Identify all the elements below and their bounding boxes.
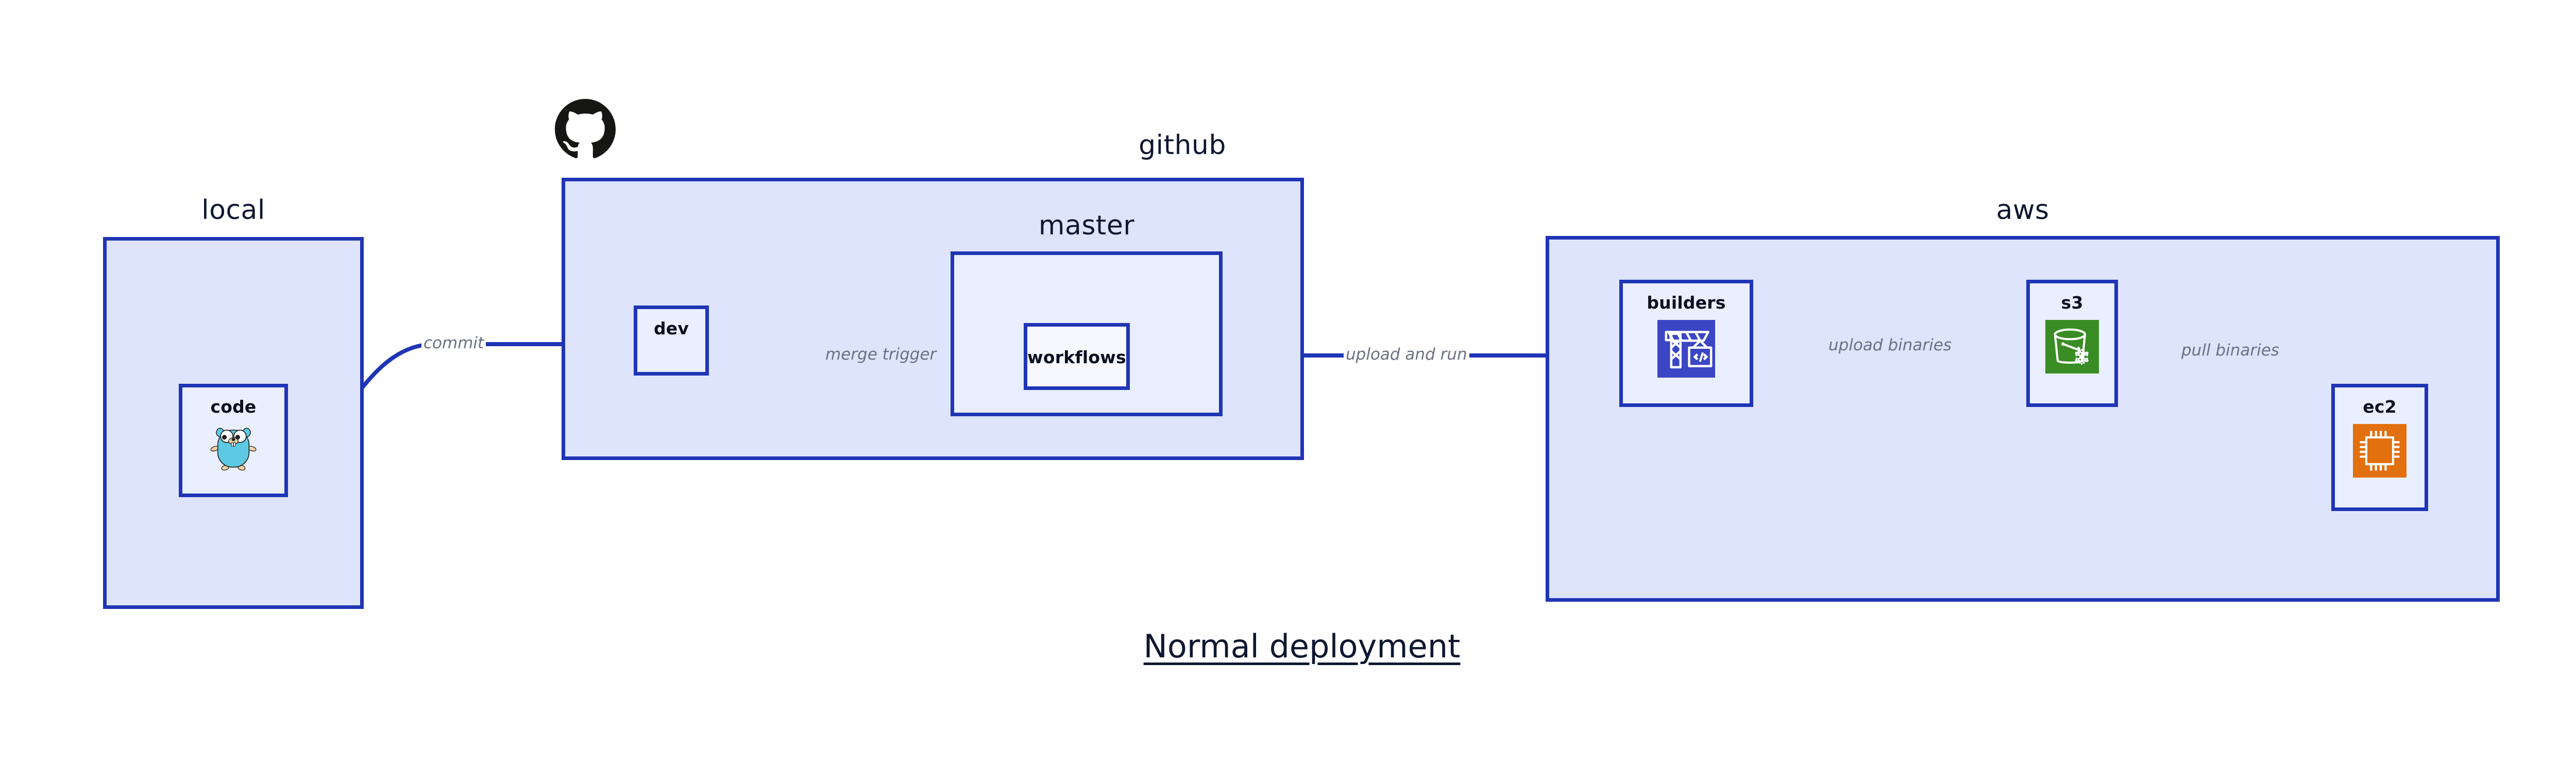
edge-label-commit: commit (421, 334, 486, 352)
edge-label-upload-binaries: upload binaries (1826, 336, 1954, 354)
group-label-aws: aws (1996, 195, 2049, 226)
node-code[interactable]: code (179, 384, 288, 497)
edge-label-upload-and-run: upload and run (1344, 345, 1469, 364)
node-label-code: code (210, 397, 257, 417)
group-label-local: local (201, 195, 265, 226)
group-label-github: github (1139, 130, 1226, 161)
node-label-builders: builders (1647, 293, 1726, 313)
node-ec2[interactable]: ec2 (2331, 384, 2428, 511)
node-builders[interactable]: builders (1619, 280, 1753, 407)
node-label-s3: s3 (2061, 293, 2083, 313)
node-label-dev: dev (653, 318, 689, 338)
group-label-master: master (1038, 210, 1135, 241)
node-workflows[interactable]: workflows (1024, 323, 1130, 390)
node-dev[interactable]: dev (634, 305, 709, 376)
edge-label-pull-binaries: pull binaries (2179, 341, 2281, 360)
github-octocat-icon (555, 99, 616, 160)
node-label-ec2: ec2 (2363, 397, 2397, 417)
diagram-title: Normal deployment (1143, 627, 1461, 665)
go-gopher-icon (210, 424, 257, 471)
aws-s3-bucket-icon (2045, 320, 2099, 373)
aws-ec2-chip-icon (2353, 424, 2406, 478)
node-label-workflows: workflows (1027, 347, 1126, 367)
edge-label-merge-trigger: merge trigger (823, 345, 939, 364)
node-s3[interactable]: s3 (2026, 280, 2118, 407)
aws-builders-crane-icon (1657, 320, 1715, 378)
